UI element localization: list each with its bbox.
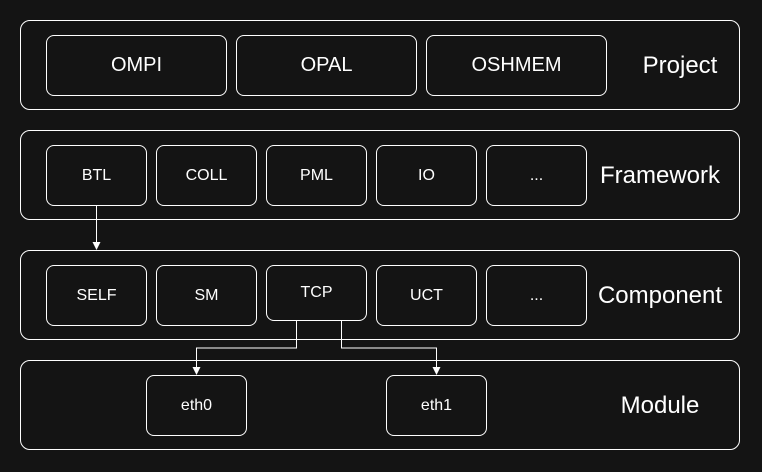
framework-item-coll: COLL <box>156 145 257 206</box>
framework-layer-label: Framework <box>599 162 720 189</box>
project-layer <box>20 20 740 110</box>
framework-item-ellipsis: ... <box>486 145 587 206</box>
component-layer-label: Component <box>597 282 723 309</box>
framework-layer <box>20 130 740 220</box>
component-item-sm: SM <box>156 265 257 326</box>
module-item-eth1: eth1 <box>386 375 487 436</box>
project-item-opal: OPAL <box>236 35 417 96</box>
component-item-tcp: TCP <box>266 265 367 321</box>
framework-item-btl: BTL <box>46 145 147 206</box>
framework-item-pml: PML <box>266 145 367 206</box>
component-item-ellipsis: ... <box>486 265 587 326</box>
project-item-ompi: OMPI <box>46 35 227 96</box>
module-layer-label: Module <box>620 392 700 419</box>
project-layer-label: Project <box>642 52 718 79</box>
project-item-oshmem: OSHMEM <box>426 35 607 96</box>
component-item-uct: UCT <box>376 265 477 326</box>
component-item-self: SELF <box>46 265 147 326</box>
module-item-eth0: eth0 <box>146 375 247 436</box>
framework-item-io: IO <box>376 145 477 206</box>
